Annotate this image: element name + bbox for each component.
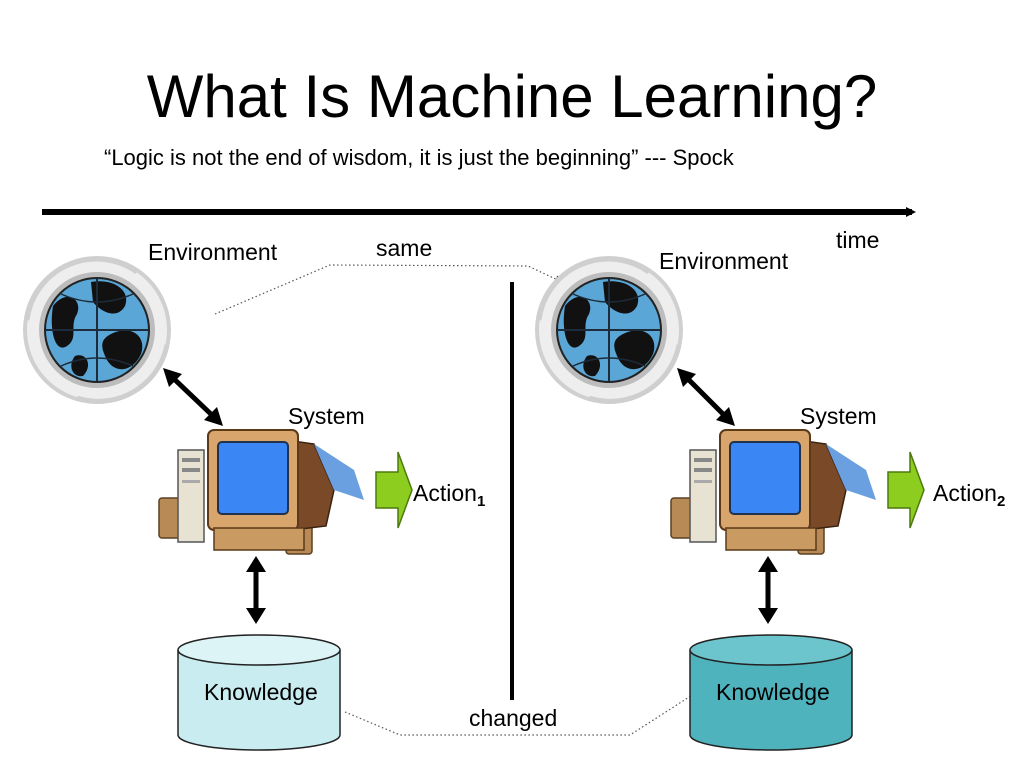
system-knowledge-arrow bbox=[758, 556, 778, 624]
action-text: Action bbox=[933, 480, 997, 506]
system-label-right: System bbox=[800, 403, 877, 429]
action-text: Action bbox=[413, 480, 477, 506]
action-arrow-icon bbox=[887, 451, 925, 529]
time-label: time bbox=[836, 227, 880, 253]
system-knowledge-arrow bbox=[246, 556, 266, 624]
env-system-arrow bbox=[163, 368, 223, 426]
computer-icon bbox=[670, 429, 877, 555]
quote-text: “Logic is not the end of wisdom, it is j… bbox=[104, 145, 734, 170]
environment-label-left: Environment bbox=[148, 239, 278, 265]
same-link-line bbox=[214, 264, 563, 315]
environment-label-right: Environment bbox=[659, 248, 789, 274]
action-subscript: 1 bbox=[476, 493, 486, 510]
knowledge-label-right: Knowledge bbox=[716, 679, 830, 705]
globe-icon bbox=[25, 258, 169, 402]
action-label-left: Action1 bbox=[413, 479, 485, 516]
changed-label: changed bbox=[469, 705, 558, 731]
system-label-left: System bbox=[288, 403, 365, 429]
page-title: What Is Machine Learning? bbox=[146, 63, 878, 130]
action-label-right: Action2 bbox=[933, 479, 1005, 516]
knowledge-database-icon bbox=[689, 634, 853, 751]
action-subscript: 2 bbox=[996, 493, 1006, 510]
knowledge-database-icon bbox=[177, 634, 341, 751]
knowledge-label-left: Knowledge bbox=[204, 679, 318, 705]
computer-icon bbox=[158, 429, 365, 555]
env-system-arrow bbox=[677, 368, 735, 426]
action-arrow-icon bbox=[375, 451, 413, 529]
same-label: same bbox=[376, 235, 433, 261]
globe-icon bbox=[537, 258, 681, 402]
